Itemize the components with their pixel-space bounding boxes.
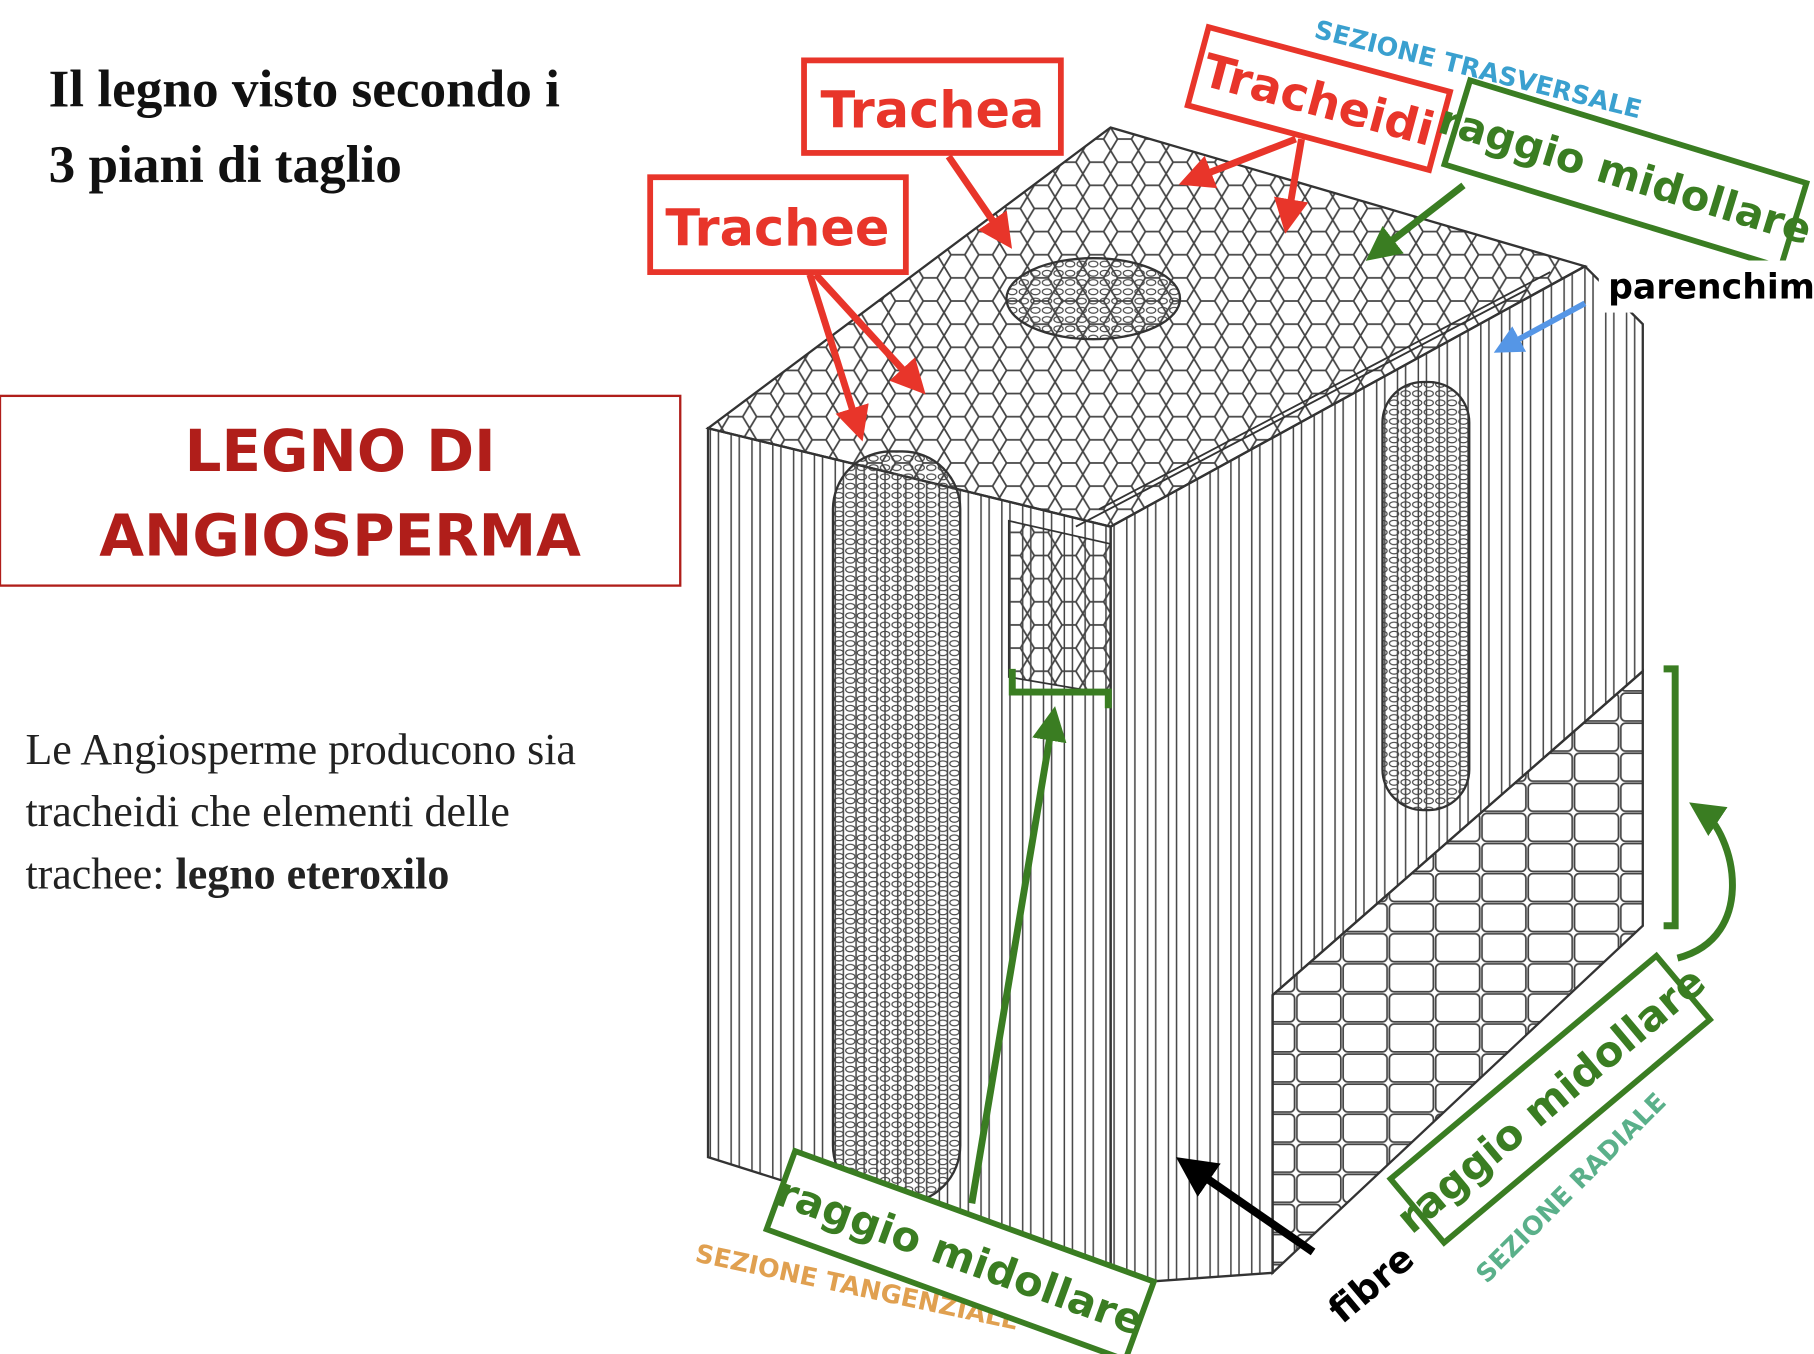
paragraph-line-3: trachee: legno eteroxilo: [25, 850, 449, 899]
heading-line-1: LEGNO DI: [185, 417, 496, 485]
title-line-2: 3 piani di taglio: [49, 135, 402, 194]
description-paragraph: Le Angiosperme producono sia tracheidi c…: [25, 725, 576, 899]
vessel-cross-section: [1005, 257, 1182, 341]
trachee-label: Trachee: [665, 199, 889, 258]
paragraph-line-2: tracheidi che elementi delle: [25, 787, 509, 836]
trachea-label: Trachea: [821, 81, 1045, 140]
slide-title: Il legno visto secondo i 3 piani di tagl…: [49, 60, 560, 194]
vessel-element: [831, 450, 962, 1205]
tangential-ray: [1007, 519, 1112, 696]
title-line-1: Il legno visto secondo i: [49, 60, 560, 119]
vessel-radial: [1381, 380, 1471, 812]
trachee-label-box: [647, 174, 909, 275]
trachea-label-box: [801, 57, 1064, 156]
fibre-arrow: [1175, 1157, 1316, 1256]
heading-line-2: ANGIOSPERMA: [99, 502, 581, 570]
parenchima-arrow: [1493, 300, 1587, 353]
heading-box: [0, 394, 682, 587]
green-arrows: [968, 182, 1736, 1204]
heading: LEGNO DI ANGIOSPERMA: [99, 417, 581, 569]
radial-ray-cells: [1271, 668, 1644, 1276]
red-arrows: [806, 135, 1309, 442]
wood-block-illustration: [705, 126, 1644, 1286]
fibre-label: fibre: [1320, 1236, 1422, 1331]
parenchima-label: parenchima: [1608, 268, 1814, 308]
parenchima-label-bg: [1598, 260, 1814, 313]
paragraph-line-1: Le Angiosperme producono sia: [25, 725, 576, 774]
